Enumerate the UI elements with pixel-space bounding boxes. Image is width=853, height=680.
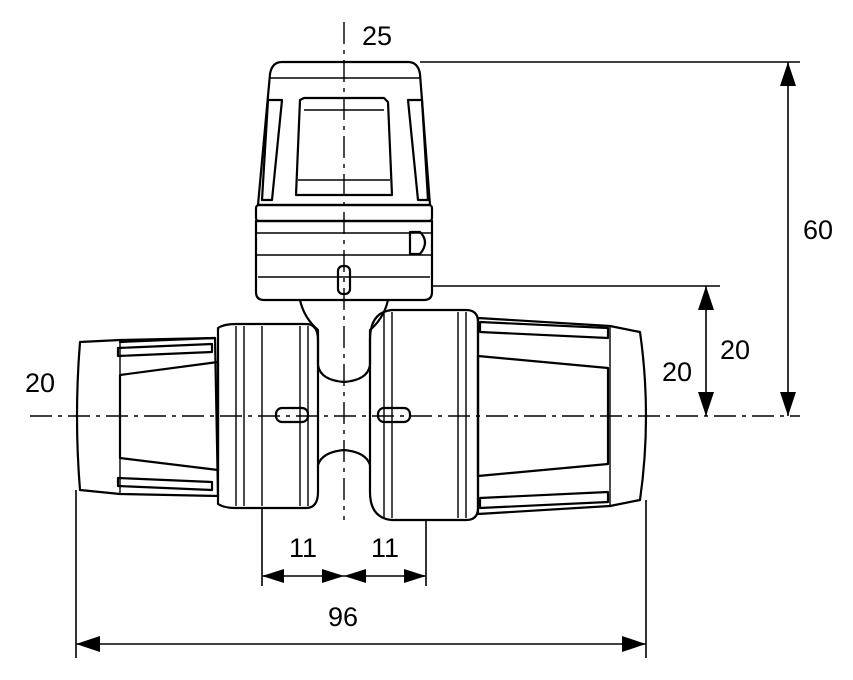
left-inlet-size-label: 20 [25,368,55,398]
overall-height-label: 60 [803,215,833,245]
top-outlet [254,60,434,302]
center-lines [30,22,800,520]
right-half-spacing-label: 11 [371,533,399,563]
dimension-overall-height: 60 [420,61,833,416]
right-inlet-size-label: 20 [662,357,692,387]
overall-length-label: 96 [328,602,358,632]
tee-neck [298,298,390,467]
right-union [368,308,648,522]
dimension-half-spacing: 11 11 [261,508,427,586]
right-offset-label: 20 [720,335,750,365]
dimension-overall-length: 96 [75,490,647,658]
left-union [75,322,320,510]
top-outlet-size-label: 25 [362,21,392,51]
left-half-spacing-label: 11 [289,533,317,563]
dimension-right-offset: 20 [432,285,750,416]
